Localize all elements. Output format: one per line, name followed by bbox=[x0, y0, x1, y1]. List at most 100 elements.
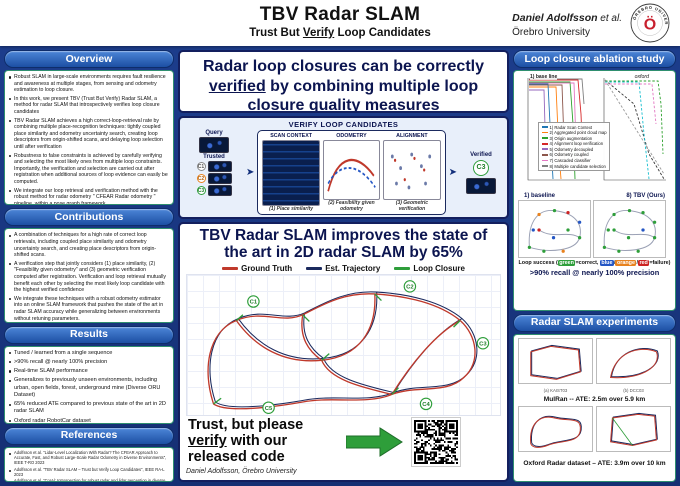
odometry-label: ODOMETRY bbox=[336, 133, 367, 139]
candidate-3-badge: C3 bbox=[196, 186, 206, 195]
legend-swatch-icon bbox=[541, 126, 548, 128]
svg-text:C1: C1 bbox=[250, 299, 258, 305]
kaist-trajectory bbox=[518, 337, 593, 384]
ablation-legend-item: 4) Alignment loop verification bbox=[541, 141, 607, 146]
section-header-references: References bbox=[4, 426, 174, 445]
left-column: Overview Robust SLAM in large-scale envi… bbox=[4, 50, 174, 482]
verify-panels: SCAN CONTEXT (1) Place similarity ODOMET… bbox=[257, 130, 446, 215]
ls-text: / bbox=[636, 260, 638, 266]
right-column: Loop closure ablation study 1) base line… bbox=[513, 50, 676, 482]
subtitle-verify: Verify bbox=[302, 27, 335, 39]
ablation-legend-label: 2) Aggregated point cloud map bbox=[549, 130, 607, 136]
verify-figure-row: Query Trusted C1 C2 C3 ➤ SCAN CONTEXT (1… bbox=[185, 130, 502, 215]
ablation-panel: 1) base line oxford bbox=[513, 70, 676, 311]
improvement-statement: TBV Radar SLAM improves the state of the… bbox=[186, 227, 501, 262]
loop-success-caption: Loop success (green=correct, blue/orange… bbox=[518, 260, 671, 266]
contributions-bullets: A combination of techniques for a high r… bbox=[9, 232, 169, 322]
statement2-65: SLAM by 65% bbox=[361, 244, 463, 262]
statement2-tbv: TBV Radar SLAM bbox=[199, 227, 328, 244]
legend-item: Loop Closure bbox=[394, 264, 465, 273]
reference-item: Adolfsson et al. "Lidar-Level Localizati… bbox=[9, 450, 169, 466]
candidate-1-radar-image bbox=[207, 161, 232, 172]
legend-swatch-icon bbox=[541, 137, 548, 140]
experiments-panel: (a) KAIST03 (b) DCC03 MulRan -- ATE: 2.5… bbox=[513, 333, 676, 482]
legend-swatch-icon bbox=[222, 266, 239, 270]
list-item: Generalizes to previously unseen environ… bbox=[9, 377, 169, 399]
legend-item: Ground Truth bbox=[222, 264, 292, 273]
verified-label: Verified bbox=[470, 151, 492, 158]
oxford-trajectory-2 bbox=[596, 406, 671, 453]
author-name: Daniel Adolfsson bbox=[512, 12, 598, 24]
section-header-results: Results bbox=[4, 325, 174, 344]
verified-column: Verified C3 bbox=[460, 130, 502, 215]
references-list: Adolfsson et al. "Lidar-Level Localizati… bbox=[9, 450, 169, 481]
list-item: Oxford radar RobotCar dataset bbox=[9, 418, 169, 423]
overview-bullets: Robust SLAM in large-scale environments … bbox=[9, 74, 169, 204]
dcc-trajectory bbox=[596, 337, 671, 384]
arrow-right-icon: ➤ bbox=[246, 166, 255, 178]
ablation-legend-item: 7) Cascaded classifier bbox=[541, 158, 607, 163]
statement2-in2d: in 2D radar bbox=[271, 244, 362, 262]
legend-swatch-icon bbox=[541, 148, 548, 151]
plot-right-label: oxford bbox=[634, 74, 649, 80]
baseline-label: 1) baseline bbox=[524, 193, 556, 199]
title-block: TBV Radar SLAM Trust But Verify Loop Can… bbox=[170, 4, 510, 39]
statement1-correctly: correctly bbox=[416, 58, 484, 75]
scan-context-image bbox=[262, 140, 320, 206]
list-item: A verification step that jointly conside… bbox=[9, 261, 169, 294]
results-bullets: Tuned / learned from a single sequence>9… bbox=[9, 350, 169, 423]
ablation-legend-label: 1) Radar Scan Context bbox=[549, 124, 593, 130]
reference-item: Adolfsson et al. "CorAl: Introspection f… bbox=[9, 479, 169, 481]
candidate-row: C2 bbox=[196, 173, 232, 184]
svg-text:C2: C2 bbox=[406, 284, 414, 290]
alignment-label: ALIGNMENT bbox=[396, 133, 428, 139]
list-item: Robustness to false constraints is achie… bbox=[9, 153, 169, 186]
experiments-grid: (a) KAIST03 (b) DCC03 MulRan -- ATE: 2.5… bbox=[518, 337, 671, 468]
ablation-legend-item: 3) Origin augmentation bbox=[541, 135, 607, 141]
arrow-right-icon: ➤ bbox=[448, 166, 457, 178]
legend-item: Est. Trajectory bbox=[306, 264, 380, 273]
arrow-right-icon bbox=[346, 427, 403, 457]
statement1-tail: multiple loop closure quality measures bbox=[247, 77, 479, 113]
candidate-row: C1 bbox=[196, 161, 232, 172]
ablation-legend-label: 3) Origin augmentation bbox=[549, 135, 593, 141]
scan-context-panel: SCAN CONTEXT (1) Place similarity bbox=[262, 133, 320, 212]
baseline-map-thumb bbox=[518, 200, 591, 258]
svg-text:C5: C5 bbox=[265, 406, 273, 412]
oxford-caption: Oxford Radar dataset – ATE: 3.9m over 10… bbox=[523, 460, 666, 468]
trusted-label: Trusted bbox=[203, 154, 225, 160]
plot-left-label: 1) base line bbox=[530, 74, 558, 80]
overview-panel: Robust SLAM in large-scale environments … bbox=[4, 70, 174, 206]
alignment-image bbox=[383, 140, 441, 200]
list-item: 65% reduced ATE compared to previous sta… bbox=[9, 401, 169, 416]
query-label: Query bbox=[205, 130, 223, 136]
list-item: Tuned / learned from a single sequence bbox=[9, 350, 169, 357]
trust-post: with our released code bbox=[188, 433, 288, 465]
results-figure-box: TBV Radar SLAM improves the state of the… bbox=[178, 222, 509, 482]
geometric-caption: (3) Geometric verification bbox=[395, 200, 429, 212]
middle-column: Radar loop closures can be correctly ver… bbox=[178, 50, 509, 482]
ablation-legend-label: 5) Odometry decoupled bbox=[549, 146, 594, 152]
odometry-curve bbox=[327, 158, 376, 192]
trajectory-map: C1 C2 C3 C4 C5 bbox=[186, 273, 501, 416]
references-panel: Adolfsson et al. "Lidar-Level Localizati… bbox=[4, 446, 174, 482]
list-item: We integrate our loop retrieval and veri… bbox=[9, 188, 169, 204]
authors-block: Daniel Adolfsson et al. Örebro Universit… bbox=[512, 7, 622, 40]
section-header-contributions: Contributions bbox=[4, 208, 174, 227]
poster-title: TBV Radar SLAM bbox=[259, 4, 421, 25]
statement1-combining: combining bbox=[293, 77, 375, 95]
svg-text:Ö: Ö bbox=[644, 15, 656, 34]
recall-highlight: >90% recall @ nearly 100% precision bbox=[529, 267, 660, 277]
ls-text: / bbox=[614, 260, 616, 266]
ls-text: Loop success ( bbox=[518, 260, 558, 266]
candidate-2-radar-image bbox=[207, 173, 232, 184]
university-logo-icon: ÖREBRO UNIVERSITY Ö bbox=[630, 3, 670, 43]
list-item: A combination of techniques for a high r… bbox=[9, 232, 169, 258]
verify-figure: VERIFY LOOP CANDIDATES Query Trusted C1 … bbox=[178, 116, 509, 219]
place-similarity-caption: (1) Place similarity bbox=[269, 205, 314, 212]
candidate-1-badge: C1 bbox=[196, 162, 206, 171]
experiment-thumb-c bbox=[518, 406, 593, 457]
svg-text:C3: C3 bbox=[479, 341, 487, 347]
ablation-legend-item: 6) Odometry coupled bbox=[541, 152, 607, 157]
trust-statement: Trust, but please verify with our releas… bbox=[188, 417, 338, 466]
